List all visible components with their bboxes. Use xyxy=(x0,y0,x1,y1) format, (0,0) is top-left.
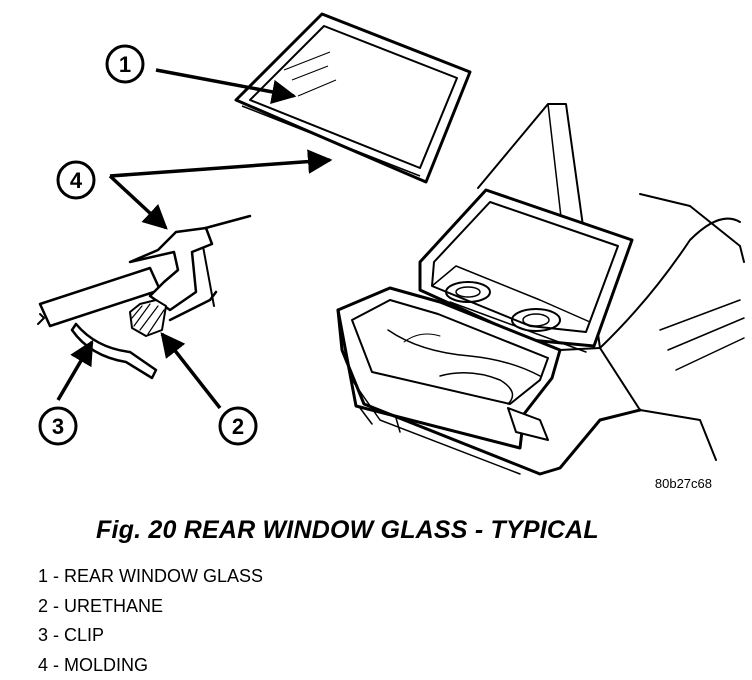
callout-4: 4 xyxy=(56,160,96,200)
legend-list: 1 - REAR WINDOW GLASS 2 - URETHANE 3 - C… xyxy=(38,562,263,680)
rear-window-glass xyxy=(234,12,472,184)
callout-4-number: 4 xyxy=(70,168,83,193)
callout-1-number: 1 xyxy=(119,52,131,77)
callout-3-number: 3 xyxy=(52,414,64,439)
callout-1: 1 xyxy=(105,44,145,84)
legend-item: 2 - URETHANE xyxy=(38,595,164,616)
rear-window-diagram: 1 4 3 2 80b27c68 xyxy=(37,12,745,491)
figure-caption: Fig. 20 REAR WINDOW GLASS - TYPICAL xyxy=(96,516,599,544)
legend-item: 1 - REAR WINDOW GLASS xyxy=(38,566,264,586)
callout-2-number: 2 xyxy=(232,414,244,439)
callout-2: 2 xyxy=(218,406,258,446)
image-code: 80b27c68 xyxy=(655,476,712,491)
callout-3: 3 xyxy=(38,406,78,446)
molding-clip-detail xyxy=(37,214,252,380)
legend-item: 4 - MOLDING xyxy=(38,654,149,675)
vehicle-rear-body xyxy=(336,103,745,476)
callout-arrows xyxy=(56,68,333,410)
legend-item: 3 - CLIP xyxy=(38,625,105,645)
